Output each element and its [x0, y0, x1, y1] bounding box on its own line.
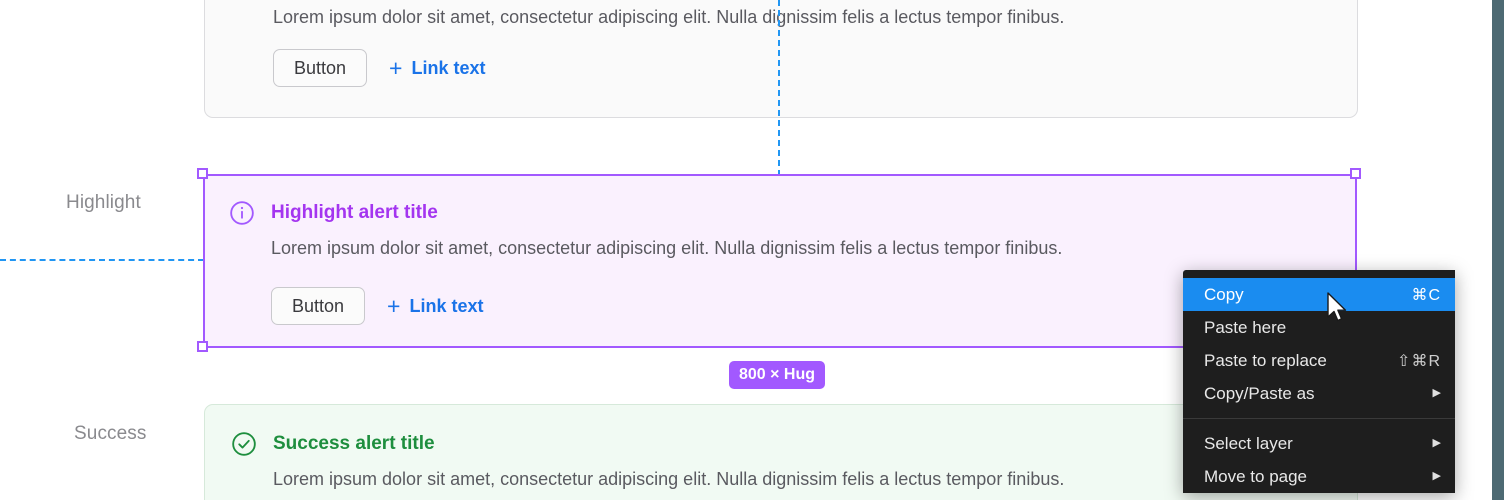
menu-item-copy-paste-as[interactable]: Copy/Paste as ▶	[1183, 377, 1455, 410]
alert-actions-highlight: Button + Link text	[271, 287, 484, 325]
selection-handle-bottom-left[interactable]	[197, 341, 208, 352]
alert-button-neutral[interactable]: Button	[273, 49, 368, 87]
menu-item-move-to-page[interactable]: Move to page ▶	[1183, 460, 1455, 493]
menu-item-label: Select layer	[1204, 433, 1293, 453]
menu-separator	[1183, 418, 1455, 419]
context-menu[interactable]: Copy ⌘C Paste here Paste to replace ⇧⌘R …	[1183, 270, 1455, 493]
menu-item-paste-here[interactable]: Paste here	[1183, 311, 1455, 344]
selection-handle-top-left[interactable]	[197, 168, 208, 179]
guide-horizontal	[0, 259, 204, 261]
alert-card-neutral[interactable]: Lorem ipsum dolor sit amet, consectetur …	[204, 0, 1358, 118]
check-circle-icon	[231, 431, 257, 457]
menu-item-label: Copy/Paste as	[1204, 383, 1315, 403]
alert-body-neutral: Lorem ipsum dolor sit amet, consectetur …	[273, 7, 1065, 27]
menu-item-copy[interactable]: Copy ⌘C	[1183, 278, 1455, 311]
menu-item-label: Paste here	[1204, 317, 1287, 337]
plus-icon: +	[389, 54, 403, 81]
alert-button-highlight[interactable]: Button	[271, 287, 366, 325]
row-label-highlight: Highlight	[66, 192, 141, 213]
right-panel-strip	[1492, 0, 1504, 500]
menu-item-label: Copy	[1204, 284, 1244, 304]
plus-icon: +	[387, 292, 401, 319]
alert-card-highlight[interactable]: Highlight alert title Lorem ipsum dolor …	[203, 174, 1357, 348]
alert-title-highlight: Highlight alert title	[271, 202, 438, 223]
alert-body-highlight: Lorem ipsum dolor sit amet, consectetur …	[271, 238, 1063, 258]
alert-card-success[interactable]: Success alert title Lorem ipsum dolor si…	[204, 404, 1358, 500]
menu-item-label: Move to page	[1204, 466, 1308, 486]
alert-link-highlight[interactable]: + Link text	[387, 292, 484, 319]
menu-item-label: Paste to replace	[1204, 350, 1327, 370]
info-circle-icon	[229, 200, 255, 226]
alert-title-success: Success alert title	[273, 433, 435, 454]
selection-handle-top-right[interactable]	[1350, 168, 1361, 179]
menu-item-paste-to-replace[interactable]: Paste to replace ⇧⌘R	[1183, 344, 1455, 377]
menu-item-shortcut: ⌘C	[1411, 286, 1441, 304]
alert-link-neutral[interactable]: + Link text	[389, 54, 486, 81]
guide-vertical	[778, 0, 780, 176]
menu-item-shortcut: ⇧⌘R	[1397, 352, 1441, 370]
alert-link-label-highlight: Link text	[409, 295, 484, 316]
submenu-arrow-icon: ▶	[1432, 470, 1441, 482]
alert-actions-neutral: Button + Link text	[273, 49, 486, 87]
alert-link-label-neutral: Link text	[411, 57, 486, 78]
alert-body-success: Lorem ipsum dolor sit amet, consectetur …	[273, 469, 1065, 489]
submenu-arrow-icon: ▶	[1432, 387, 1441, 399]
row-label-success: Success	[74, 423, 147, 444]
submenu-arrow-icon: ▶	[1432, 437, 1441, 449]
size-badge: 800 × Hug	[729, 361, 826, 389]
menu-item-select-layer[interactable]: Select layer ▶	[1183, 427, 1455, 460]
